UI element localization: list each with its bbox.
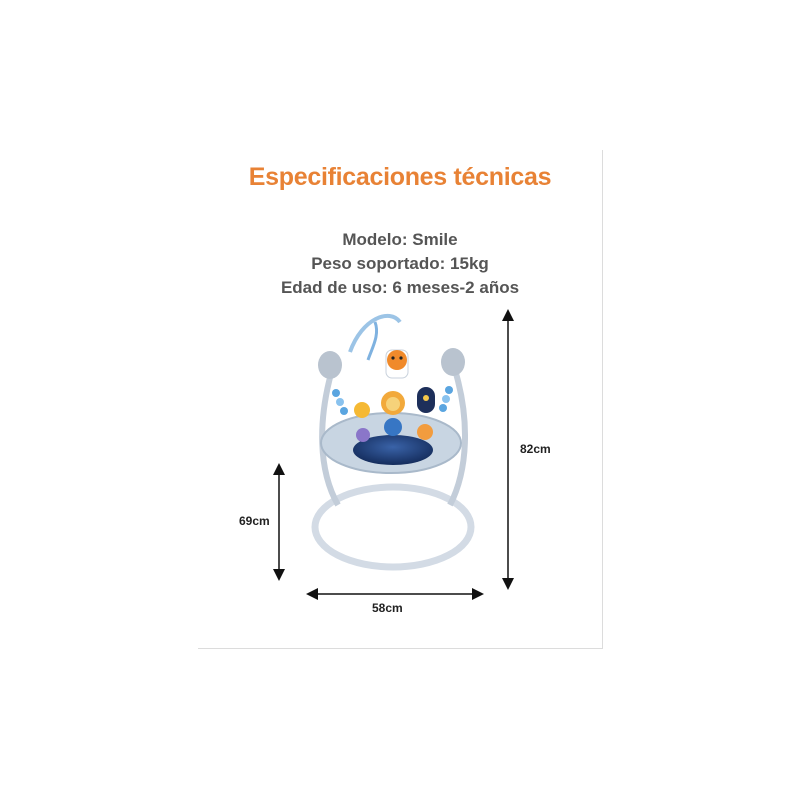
bead-left-3 — [340, 407, 348, 415]
orange-ball-toy — [417, 424, 433, 440]
label-height-seat: 69cm — [239, 514, 270, 528]
tiger-toy-head — [387, 350, 407, 370]
toy-streamer — [366, 321, 379, 361]
purple-ball-toy — [356, 428, 370, 442]
bead-left-1 — [332, 389, 340, 397]
bead-right-1 — [445, 386, 453, 394]
label-width: 58cm — [372, 601, 403, 615]
lion-toy-face — [386, 397, 400, 411]
page-title: Especificaciones técnicas — [248, 163, 552, 191]
spec-model: Modelo: Smile — [342, 230, 458, 249]
label-height-total: 82cm — [520, 442, 551, 456]
bead-right-3 — [439, 404, 447, 412]
yellow-ball-toy — [354, 402, 370, 418]
spec-age: Edad de uso: 6 meses-2 años — [280, 278, 520, 297]
bead-left-2 — [336, 398, 344, 406]
paddle-dot — [423, 395, 429, 401]
frame-arch-right — [447, 369, 468, 507]
seat — [353, 435, 433, 465]
base-ring — [311, 483, 475, 571]
post-cap-right — [441, 348, 465, 376]
spec-weight: Peso soportado: 15kg — [311, 254, 489, 273]
bead-right-2 — [442, 395, 450, 403]
tiger-eye-right — [399, 356, 403, 360]
tiger-eye-left — [391, 356, 395, 360]
toy-arch — [348, 313, 402, 353]
post-cap-left — [318, 351, 342, 379]
blue-globe-toy — [384, 418, 402, 436]
